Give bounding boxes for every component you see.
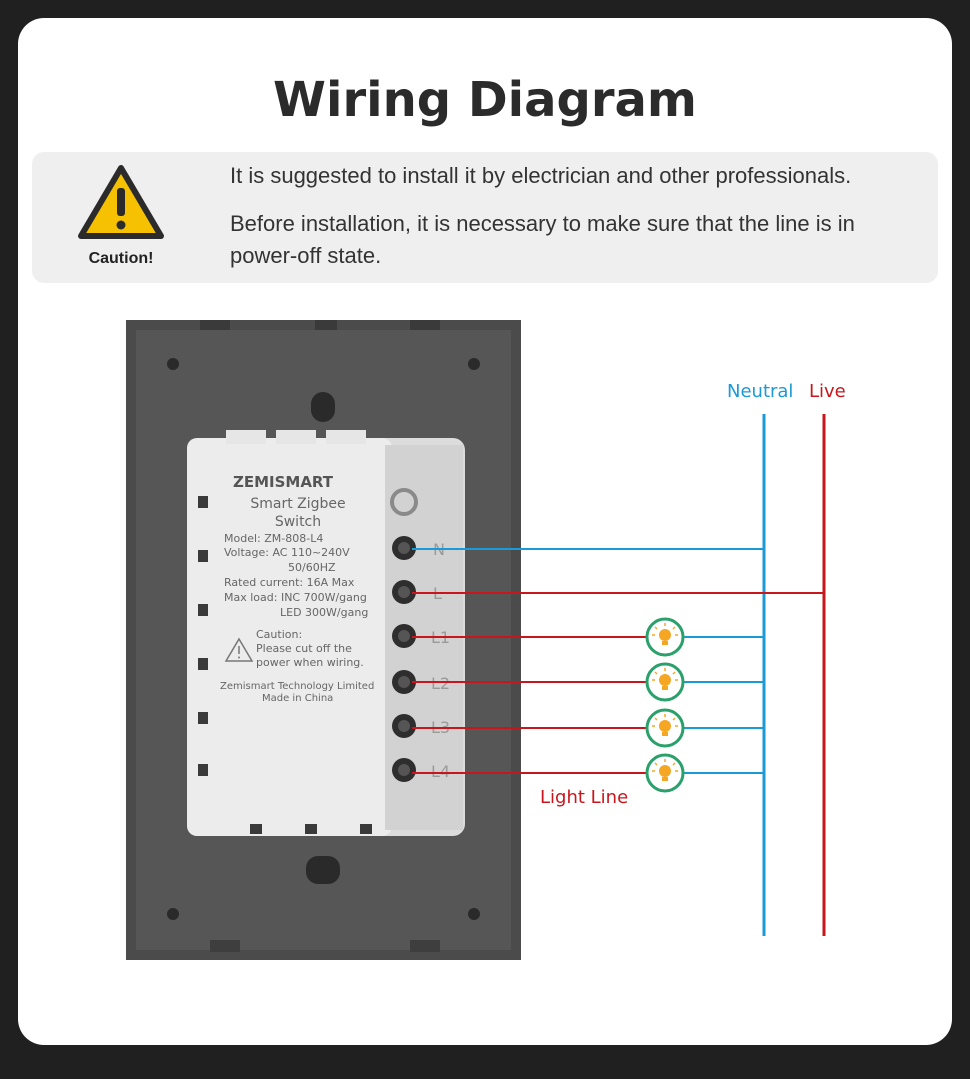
module-caution-title: Caution:: [256, 628, 302, 641]
caution-panel: [32, 152, 938, 283]
frequency-label: 50/60HZ: [288, 561, 336, 574]
brand-label: ZEMISMART: [233, 473, 334, 491]
terminal-screw-l4: [392, 758, 416, 782]
small-warning-icon: [224, 637, 254, 662]
live-label: Live: [809, 381, 846, 402]
page-title: Wiring Diagram: [273, 72, 697, 128]
terminal-screw-n: [392, 536, 416, 560]
module-caution-2: power when wiring.: [256, 656, 364, 669]
light-bulb-icon: [645, 617, 685, 657]
terminal-screw-l: [392, 580, 416, 604]
light-bulb-icon: [645, 662, 685, 702]
terminal-screw-l3: [392, 714, 416, 738]
caution-text-1: It is suggested to install it by electri…: [230, 163, 852, 188]
terminal-label-l2: L2: [431, 674, 450, 693]
current-label: Rated current: 16A Max: [224, 576, 355, 589]
light-bulb-icon: [645, 708, 685, 748]
maker-label: Zemismart Technology Limited: [220, 681, 374, 692]
caution-label: Caution!: [88, 250, 154, 267]
model-label: Model: ZM-808-L4: [224, 532, 323, 545]
origin-label: Made in China: [262, 693, 333, 704]
module-caution-1: Please cut off the: [256, 642, 352, 655]
caution-text-2: Before installation, it is necessary to …: [230, 211, 855, 268]
maxload-label-2: LED 300W/gang: [280, 606, 368, 619]
warning-icon: [78, 165, 164, 239]
light-bulb-icon: [645, 753, 685, 793]
neutral-label: Neutral: [727, 381, 793, 402]
terminal-label-l4: L4: [431, 762, 450, 781]
terminal-screw-l1: [392, 624, 416, 648]
switch-module: [187, 430, 465, 836]
maxload-label-1: Max load: INC 700W/gang: [224, 591, 367, 604]
product-name-2: Switch: [275, 514, 321, 530]
terminal-screws: [392, 536, 416, 782]
light-line-label: Light Line: [540, 787, 628, 808]
voltage-label: Voltage: AC 110~240V: [224, 546, 350, 559]
terminal-screw-l2: [392, 670, 416, 694]
product-name-1: Smart Zigbee: [250, 496, 345, 512]
